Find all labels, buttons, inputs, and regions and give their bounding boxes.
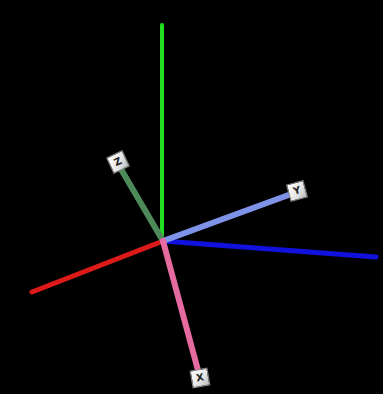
axis-label-cube: Z — [106, 150, 130, 174]
x-axis-line — [163, 241, 199, 374]
axis-label-cube: X — [190, 368, 211, 389]
y-axis-line — [163, 193, 294, 241]
axis-label: X — [195, 372, 204, 383]
z-axis-line — [118, 164, 163, 241]
red-axis — [32, 241, 163, 292]
axis-label: Y — [292, 185, 302, 197]
vertical-axis — [160, 25, 164, 241]
axis-label-cube: Y — [286, 180, 308, 202]
blue-axis — [163, 241, 376, 257]
axis-label: Z — [113, 156, 124, 168]
